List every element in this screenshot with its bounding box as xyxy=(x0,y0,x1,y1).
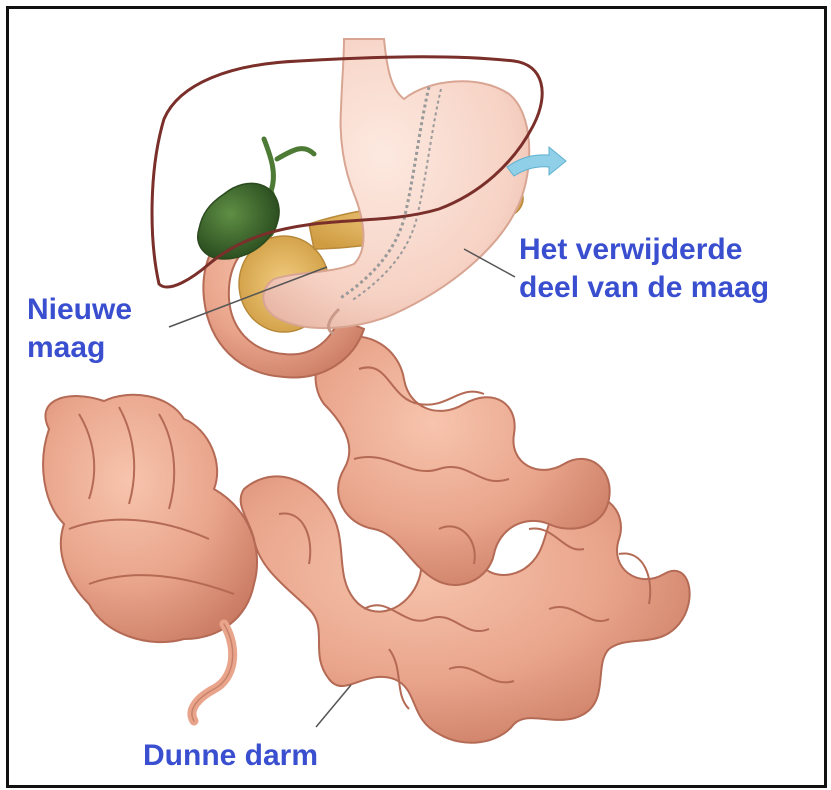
label-small-intestine: Dunne darm xyxy=(143,737,318,775)
label-removed-part-line1: Het verwijderde xyxy=(519,231,769,269)
small-intestine xyxy=(241,336,690,742)
diagram-frame: Nieuwe maag Het verwijderde deel van de … xyxy=(6,6,827,788)
label-new-stomach-line1: Nieuwe xyxy=(27,291,132,329)
label-new-stomach: Nieuwe maag xyxy=(27,291,132,367)
stomach xyxy=(263,39,529,328)
label-removed-part: Het verwijderde deel van de maag xyxy=(519,231,769,307)
label-removed-part-line2: deel van de maag xyxy=(519,269,769,307)
large-intestine xyxy=(43,395,257,721)
bile-duct xyxy=(264,139,273,191)
label-new-stomach-line2: maag xyxy=(27,329,132,367)
anatomy-illustration xyxy=(9,9,824,785)
leader-line-small-intestine xyxy=(316,685,351,727)
